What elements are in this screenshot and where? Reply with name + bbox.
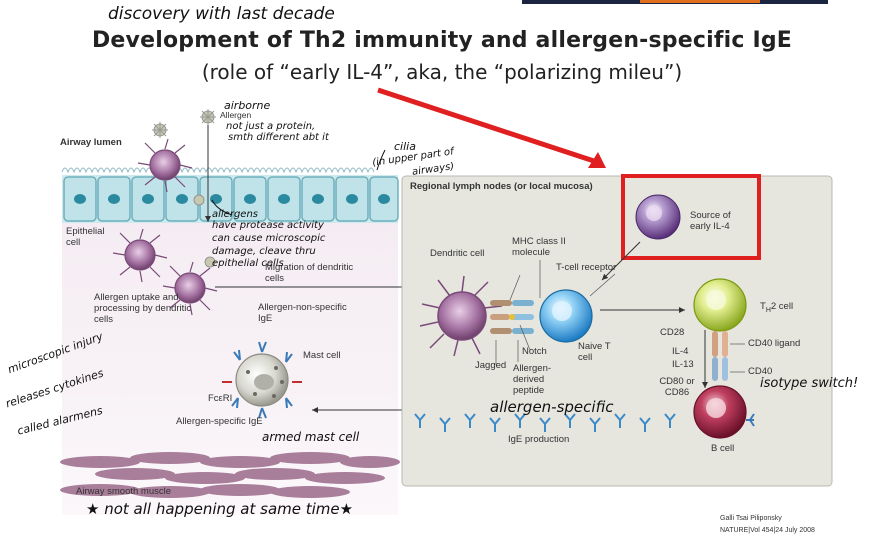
- label-b-cell: B cell: [711, 443, 735, 454]
- handwritten-armed-mast-cell: armed mast cell: [262, 430, 360, 444]
- naive-t-cell: [539, 289, 593, 343]
- label-notch: Notch: [522, 346, 547, 357]
- red-pointer-arrow: [377, 87, 601, 166]
- leader-lines: [495, 260, 745, 373]
- handwritten-allergens: allergens: [212, 209, 258, 220]
- b-cell: [693, 385, 755, 439]
- label-cd40-ligand: CD40 ligand: [748, 338, 801, 349]
- label-cd80-cd86: CD80 or CD86: [659, 376, 695, 398]
- citation-journal: NATURE|Vol 454|24 July 2008: [720, 527, 815, 534]
- handwritten-isotype-switch: isotype switch!: [760, 376, 859, 391]
- slide-top-accent: [640, 0, 760, 3]
- label-fceri: FcεRI: [208, 393, 233, 404]
- label-t-cell-receptor: T-cell receptor: [556, 262, 617, 273]
- label-cd28: CD28: [660, 327, 685, 338]
- handwritten-smth-different: smth different abt it: [228, 132, 329, 143]
- label-source-early-il4: Source of early IL-4: [690, 210, 731, 232]
- label-regional-lymph-nodes: Regional lymph nodes (or local mucosa): [410, 181, 593, 192]
- il4-arrow: [601, 241, 641, 281]
- label-allergen-derived-peptide: Allergen-derived peptide: [513, 363, 552, 396]
- label-mhc-class-ii: MHC class II molecule: [512, 236, 566, 258]
- handwritten-epithelial: epithelial cells: [212, 258, 284, 269]
- th2-b-interaction: [712, 331, 728, 381]
- slide-subtitle: (role of “early IL-4”, aka, the “polariz…: [201, 60, 683, 84]
- label-epithelial-cell: Epithelial cell: [66, 226, 105, 248]
- handwritten-microscopic: can cause microscopic: [212, 233, 326, 244]
- label-allergen-non-specific-ige: Allergen-non-specific IgE: [258, 302, 347, 324]
- allergen-spikes: [152, 109, 216, 138]
- label-airway-lumen: Airway lumen: [60, 137, 122, 148]
- dendritic-cells-tissue: [112, 138, 218, 316]
- slide-title: Development of Th2 immunity and allergen…: [91, 28, 793, 53]
- cilia-row: [61, 167, 375, 174]
- label-il13: IL-13: [672, 359, 694, 370]
- label-mast-cell: Mast cell: [303, 350, 341, 361]
- citation-authors: Galli Tsai Piliponsky: [720, 515, 782, 522]
- label-cd40: CD40: [748, 366, 773, 377]
- handwritten-protease: have protease activity: [212, 220, 324, 231]
- smooth-muscle: [60, 452, 400, 498]
- label-naive-t-cell: Naive T cell: [578, 341, 611, 363]
- label-airway-smooth-muscle: Airway smooth muscle: [76, 486, 172, 497]
- handwritten-not-all-same-time: ★ not all happening at same time★: [86, 500, 354, 518]
- label-ige-production: IgE production: [508, 434, 570, 445]
- early-il4-highlight-box: [621, 174, 761, 260]
- th2-cell: [693, 278, 747, 332]
- handwritten-airborne: airborne: [224, 99, 271, 112]
- red-pointer-arrowhead: [588, 152, 606, 168]
- label-th2-cell: TH2 cell: [760, 301, 794, 314]
- ige-antibodies: [414, 413, 676, 432]
- label-il4: IL-4: [672, 346, 689, 357]
- handwritten-connectors: [211, 149, 386, 216]
- label-allergen-uptake: Allergen uptake and processing by dendri…: [94, 292, 192, 325]
- dendritic-cell-lymph: [419, 275, 503, 357]
- handwritten-cilia: cilia: [394, 140, 416, 153]
- label-jagged: Jagged: [475, 360, 507, 371]
- source-cell: [635, 194, 681, 240]
- label-dendritic-cell: Dendritic cell: [430, 248, 485, 259]
- handwritten-damage: damage, cleave thru: [212, 246, 316, 257]
- handwritten-not-protein: not just a protein,: [226, 121, 316, 132]
- label-allergen: Allergen: [220, 110, 252, 120]
- synapse-molecules: [490, 300, 534, 334]
- label-migration: Migration of dendritic cells: [265, 262, 354, 284]
- handwritten-note-discovery: discovery with last decade: [108, 4, 335, 24]
- label-allergen-specific-ige: Allergen-specific IgE: [176, 416, 263, 427]
- epithelium: [62, 175, 399, 223]
- handwritten-allergen-specific: allergen-specific: [490, 398, 614, 416]
- mast-cell: [222, 341, 302, 419]
